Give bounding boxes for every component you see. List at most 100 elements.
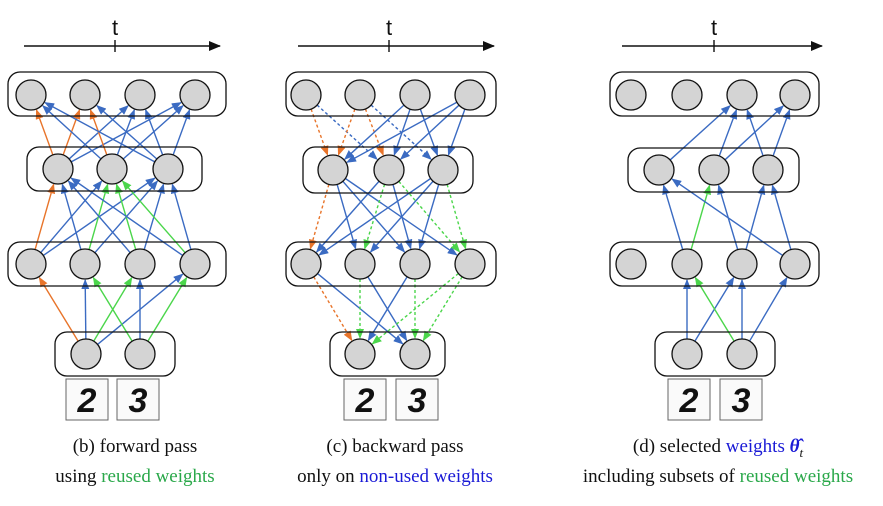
weight-edge-c-solid — [336, 184, 357, 250]
neuron-b-0-2 — [124, 79, 156, 111]
layer-box-b-1 — [26, 146, 203, 192]
neuron-d-1-0 — [643, 154, 675, 186]
weight-edge-b-solid — [88, 183, 110, 250]
neuron-d-1-2 — [752, 154, 784, 186]
layer-box-c-3 — [329, 331, 446, 377]
neuron-c-2-2 — [399, 248, 431, 280]
weight-edge-b-solid — [67, 180, 131, 254]
weight-edge-b-solid — [172, 109, 191, 156]
weight-edge-b-solid — [116, 109, 135, 156]
weight-edge-d-solid — [745, 184, 766, 250]
neuron-b-0-0 — [15, 79, 47, 111]
caption-panel-c: (c) backward pass only on non-used weigh… — [270, 432, 520, 492]
weight-edge-c-solid — [344, 104, 405, 160]
neuron-d-3-1 — [726, 338, 758, 370]
neuron-c-3-1 — [399, 338, 431, 370]
neuron-d-0-0 — [615, 79, 647, 111]
digit-image-frame-d-0 — [667, 378, 711, 421]
digit-image-d-1: 3 — [732, 382, 751, 420]
weight-edge-b-solid — [44, 101, 156, 163]
caption-d-theta-subscript: t — [799, 444, 804, 460]
weight-edge-d-solid — [772, 109, 791, 157]
caption-d-main: (d) selected weights θ̂t — [553, 432, 883, 462]
caption-b-reused-weights: reused weights — [101, 466, 215, 487]
digit-image-frame-c-1 — [395, 378, 439, 421]
weight-edge-d-solid — [724, 105, 784, 161]
neuron-d-2-1 — [671, 248, 703, 280]
neuron-d-2-0 — [615, 248, 647, 280]
neuron-b-1-0 — [42, 153, 74, 185]
digit-image-b-0: 2 — [77, 382, 97, 420]
layer-box-c-1 — [302, 146, 474, 194]
neuron-c-1-1 — [373, 154, 405, 186]
weight-edge-b-solid — [96, 104, 158, 160]
caption-b-sub-prefix: using — [55, 466, 102, 487]
weight-edge-d-solid — [718, 109, 738, 157]
weight-edge-d-solid — [669, 105, 731, 161]
neuron-c-0-3 — [454, 79, 486, 111]
weight-edge-b-solid — [121, 180, 186, 254]
layer-box-c-2 — [285, 241, 497, 287]
time-axis-label-c: t — [386, 15, 392, 40]
neuron-d-0-1 — [671, 79, 703, 111]
neuron-d-3-0 — [671, 338, 703, 370]
neuron-b-1-1 — [96, 153, 128, 185]
digit-image-b-1: 3 — [129, 382, 148, 420]
neuron-c-2-0 — [290, 248, 322, 280]
weight-edge-c-solid — [318, 177, 432, 256]
neuron-b-2-0 — [15, 248, 47, 280]
digit-image-frame-b-1 — [116, 378, 160, 421]
caption-d-weights: weights — [725, 436, 790, 457]
weight-edge-b-solid — [38, 276, 79, 342]
neuron-d-1-1 — [698, 154, 730, 186]
weight-edge-b-solid — [42, 105, 102, 160]
neuron-b-2-2 — [124, 248, 156, 280]
digit-image-frame-c-0 — [343, 378, 387, 421]
neuron-d-2-3 — [779, 248, 811, 280]
weight-edge-b-solid — [34, 183, 56, 250]
layer-box-d-1 — [627, 147, 800, 193]
neuron-b-1-2 — [152, 153, 184, 185]
caption-panel-d: (d) selected weights θ̂t including subse… — [553, 432, 883, 492]
weight-edge-d-solid — [690, 184, 711, 250]
digit-image-frame-b-0 — [65, 378, 109, 421]
digit-image-c-0: 2 — [355, 382, 375, 420]
caption-d-reused-weights: reused weights — [739, 466, 854, 487]
weight-edge-d-solid — [749, 276, 788, 342]
caption-c-non-used-weights: non-used weights — [359, 466, 493, 487]
weight-edge-c-dashed — [313, 276, 353, 342]
neuron-c-2-1 — [344, 248, 376, 280]
weight-edge-c-solid — [367, 276, 408, 342]
weight-edge-b-solid — [89, 109, 108, 156]
caption-d-main-prefix: (d) selected — [632, 436, 726, 457]
weight-edge-b-solid — [92, 276, 133, 342]
neuron-d-0-3 — [779, 79, 811, 111]
time-axis-label-b: t — [112, 15, 118, 40]
digit-image-d-0: 2 — [679, 382, 699, 420]
weight-edge-b-solid — [81, 278, 90, 340]
caption-d-sub: including subsets of reused weights — [553, 462, 883, 492]
weight-edge-d-solid — [771, 184, 792, 250]
digit-image-c-1: 3 — [408, 382, 427, 420]
caption-d-sub-prefix: including subsets of — [582, 466, 740, 487]
weight-edge-d-solid — [694, 276, 735, 342]
weight-edge-c-solid — [346, 101, 458, 163]
caption-panel-b: (b) forward pass using reused weights — [40, 432, 230, 492]
layer-box-c-0 — [285, 71, 497, 117]
digit-image-frame-d-1 — [719, 378, 763, 421]
weight-edge-d-solid — [746, 109, 764, 157]
weight-edge-b-solid — [70, 177, 184, 257]
weight-edge-c-dashed — [309, 184, 330, 250]
neuron-b-2-1 — [69, 248, 101, 280]
weight-edge-c-dashed — [371, 272, 459, 345]
neuron-c-3-0 — [344, 338, 376, 370]
neuron-d-2-2 — [726, 248, 758, 280]
neuron-d-0-2 — [726, 79, 758, 111]
neuron-b-3-1 — [124, 338, 156, 370]
neuron-c-0-2 — [399, 79, 431, 111]
layer-box-d-0 — [609, 71, 820, 117]
layer-box-b-0 — [7, 71, 227, 117]
neuron-b-2-3 — [179, 248, 211, 280]
layer-box-d-2 — [609, 241, 820, 287]
